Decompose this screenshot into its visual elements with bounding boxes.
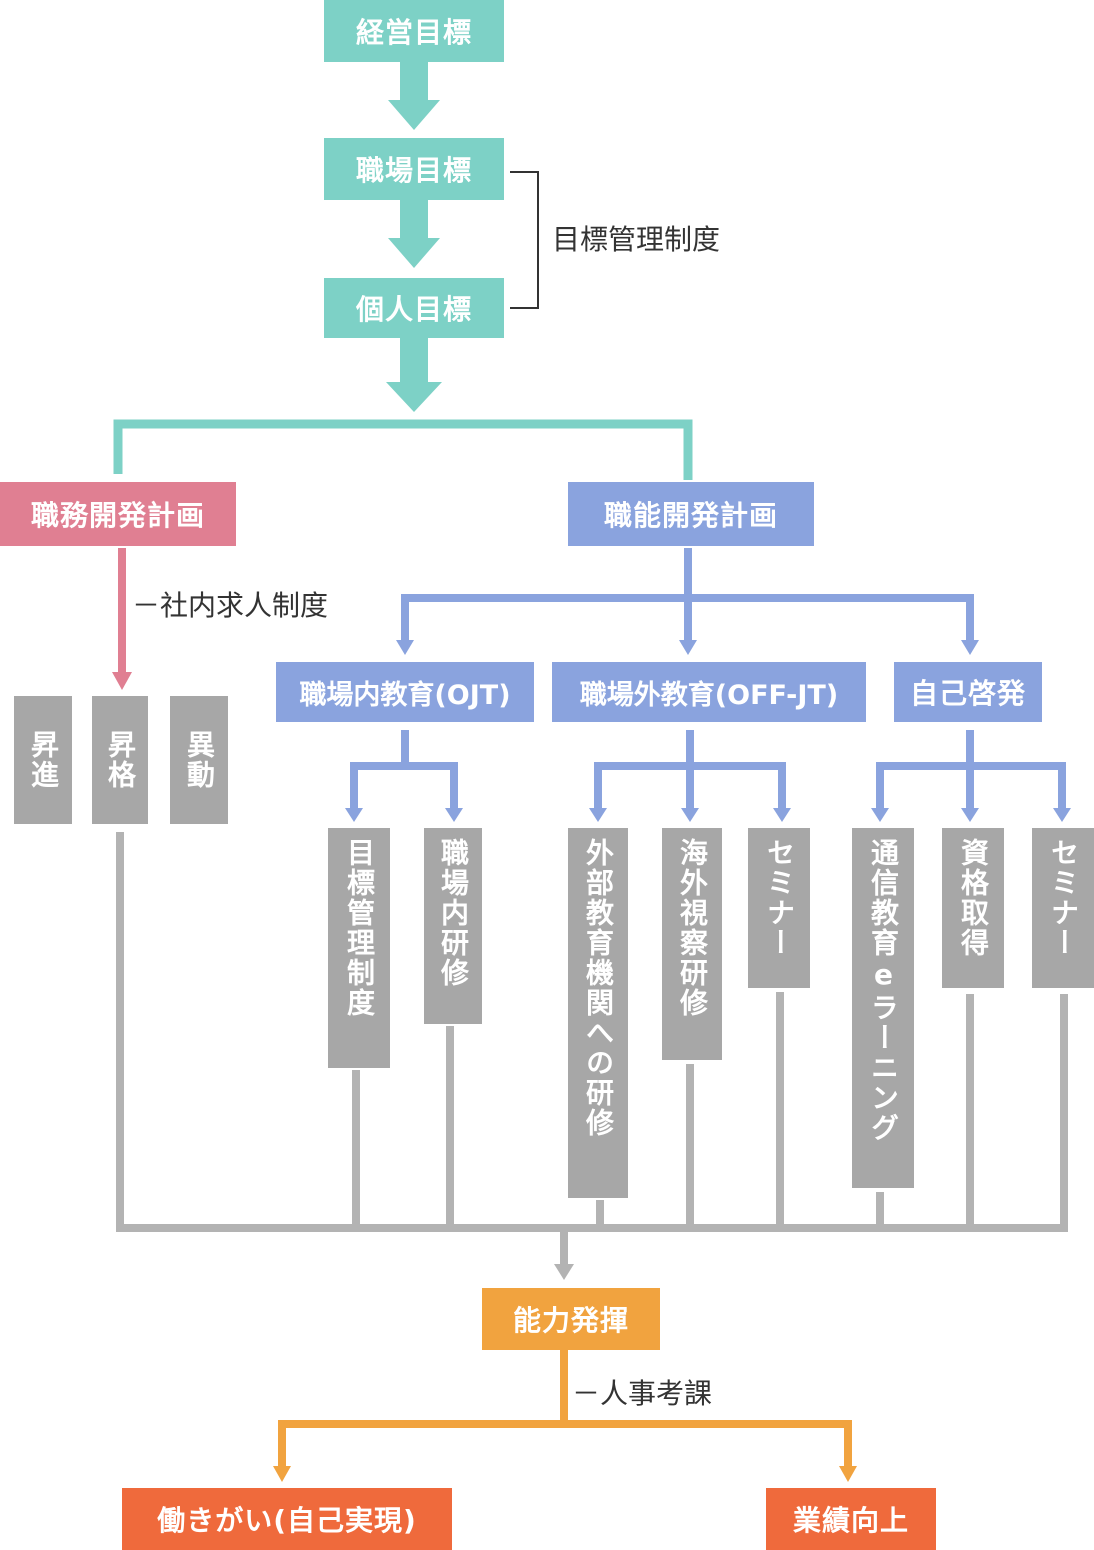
ojt-box: 職場内教育(OJT) [276, 662, 534, 722]
result-connectors [278, 1350, 852, 1468]
skill-dev-plan-box: 職能開発計画 [568, 482, 814, 546]
goal-system-label: 目標管理制度 [552, 223, 721, 256]
collector-lines [116, 832, 1068, 1266]
offjt-item-seminar: セミナー [748, 828, 810, 988]
skill-dev-connectors [350, 548, 1066, 812]
outcome-grade-up: 昇格 [92, 696, 148, 824]
outcome-transfer: 異動 [170, 696, 228, 824]
job-dev-plan-box: 職務開発計画 [0, 482, 236, 546]
ojt-item-goal-system: 目標管理制度 [328, 828, 390, 1068]
ability-box: 能力発揮 [482, 1288, 660, 1350]
self-item-seminar: セミナー [1032, 828, 1094, 988]
self-item-elearning: 通信教育eラーニング [852, 828, 914, 1188]
goal-arrows [386, 62, 442, 412]
individual-goal-box: 個人目標 [324, 278, 504, 338]
goal-system-bracket [510, 171, 539, 309]
management-goal-box: 経営目標 [324, 0, 504, 62]
ojt-item-internal-training: 職場内研修 [424, 828, 482, 1024]
plan-split-connector [113, 419, 693, 480]
performance-box: 業績向上 [766, 1488, 936, 1550]
fulfillment-box: 働きがい(自己実現) [122, 1488, 452, 1550]
self-dev-box: 自己啓発 [894, 662, 1042, 722]
offjt-box: 職場外教育(OFF-JT) [552, 662, 866, 722]
job-dev-arrow [112, 548, 132, 690]
outcome-promotion: 昇進 [14, 696, 72, 824]
evaluation-note: －人事考課 [572, 1377, 713, 1410]
collector-arrowhead [554, 1264, 574, 1280]
skill-dev-arrowheads [345, 640, 1071, 822]
offjt-item-overseas: 海外視察研修 [662, 828, 722, 1060]
workplace-goal-box: 職場目標 [324, 138, 504, 200]
offjt-item-external: 外部教育機関への研修 [568, 828, 628, 1198]
result-arrowheads [273, 1466, 857, 1482]
self-item-certification: 資格取得 [942, 828, 1004, 988]
internal-recruit-note: －社内求人制度 [132, 589, 329, 622]
